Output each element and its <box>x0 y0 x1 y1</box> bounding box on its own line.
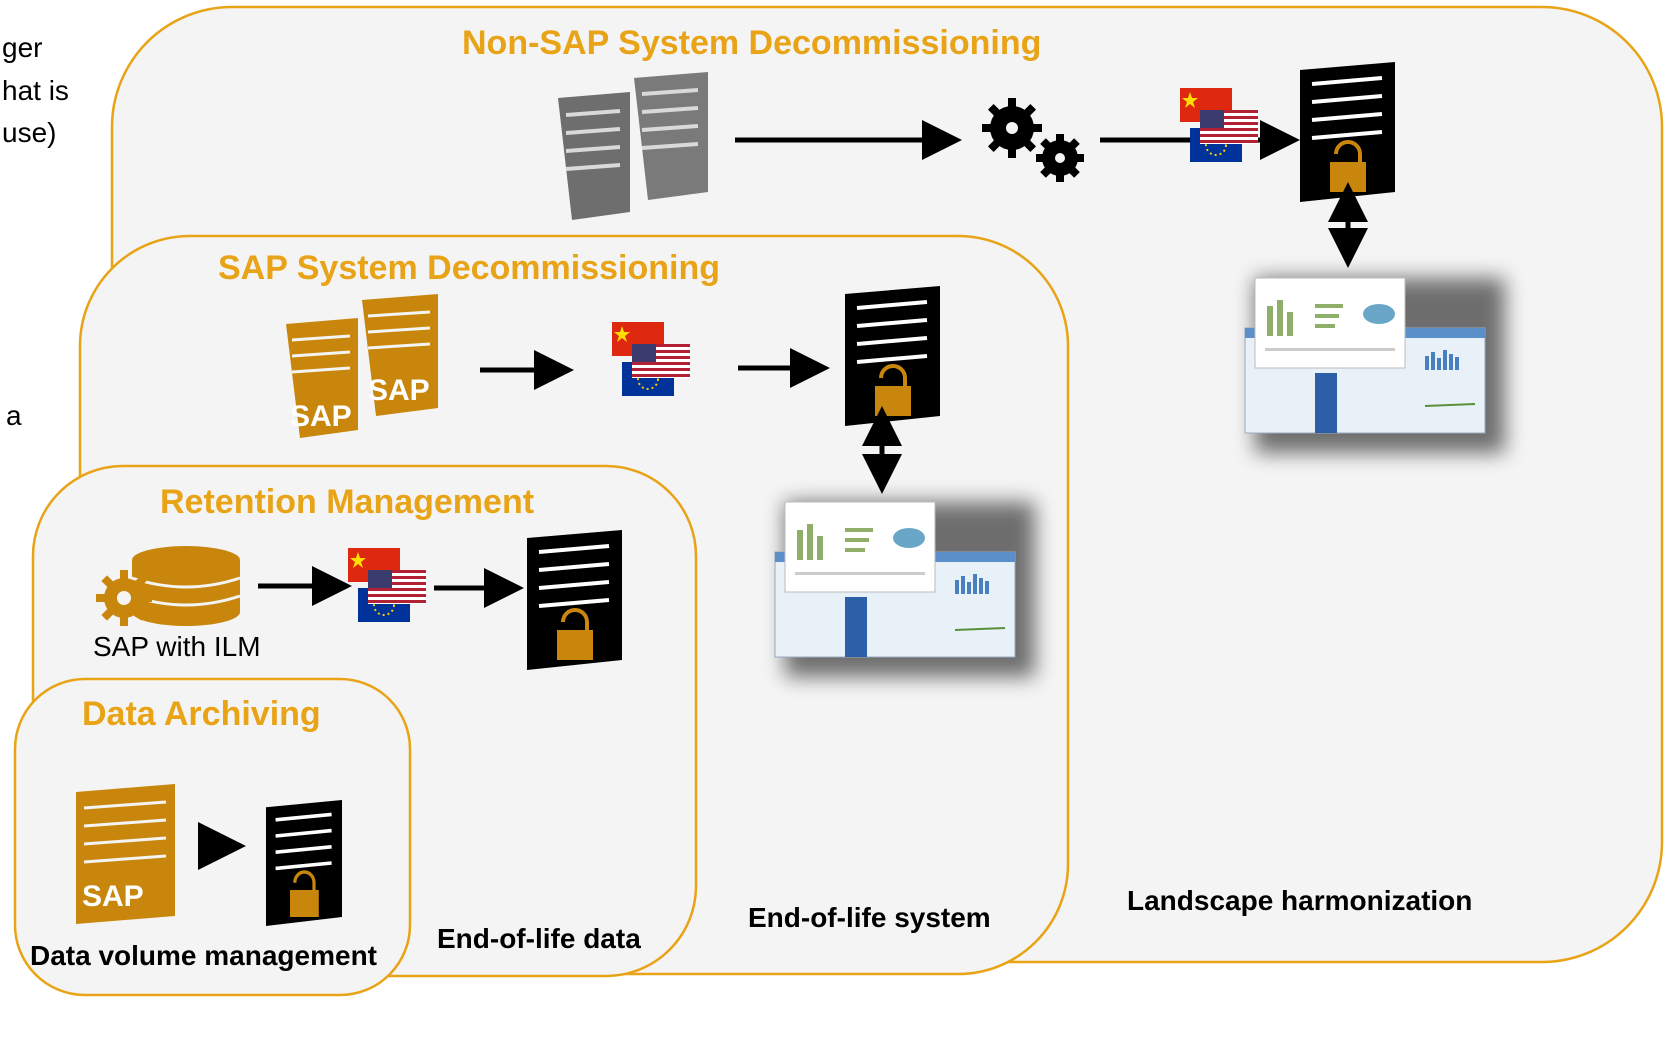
gears-icon <box>982 98 1084 182</box>
sap-server-icon: SAP <box>76 784 175 924</box>
title-sap-decommissioning: SAP System Decommissioning <box>218 249 720 287</box>
archive-server-icon <box>1298 60 1397 204</box>
caption-landscape: Landscape harmonization <box>1127 885 1472 916</box>
archive-server-icon <box>264 798 344 928</box>
legacy-servers-icon <box>558 72 708 220</box>
database-gear-icon <box>96 546 241 626</box>
sap-with-ilm-label: SAP with ILM <box>93 631 261 662</box>
report-screenshot-icon <box>775 502 1035 677</box>
title-non-sap: Non-SAP System Decommissioning <box>462 24 1041 62</box>
sap-servers-icon: SAP SAP <box>286 294 438 438</box>
left-text-4: a <box>6 400 22 431</box>
left-text-1: ger <box>2 32 42 63</box>
caption-eol-data: End-of-life data <box>437 923 641 954</box>
svg-text:SAP: SAP <box>368 374 430 407</box>
left-text-2: hat is <box>2 75 69 106</box>
title-archiving: Data Archiving <box>82 695 321 733</box>
caption-eol-system: End-of-life system <box>748 902 991 933</box>
svg-text:SAP: SAP <box>82 880 144 913</box>
title-retention: Retention Management <box>160 483 534 521</box>
archive-server-icon <box>525 528 624 672</box>
left-text-3: use) <box>2 117 56 148</box>
caption-data-volume: Data volume management <box>30 940 377 971</box>
archive-server-icon <box>843 284 942 428</box>
svg-text:SAP: SAP <box>290 400 352 433</box>
report-screenshot-icon <box>1245 278 1505 453</box>
